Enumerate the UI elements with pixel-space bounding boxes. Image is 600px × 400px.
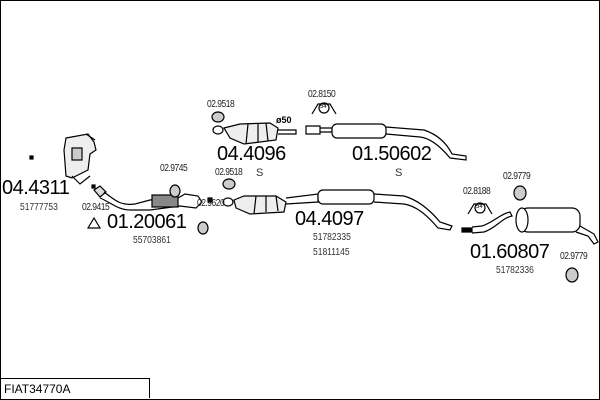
gasket-icon — [169, 184, 181, 198]
gasket-icon — [222, 178, 236, 190]
gasket-icon — [86, 216, 102, 229]
marker-dot — [29, 155, 34, 160]
gasket-icon — [565, 267, 579, 283]
middle-silencer-01-50602 — [305, 123, 467, 161]
part-note: S — [256, 167, 264, 179]
fitting-number: 02.9745 — [160, 163, 188, 174]
fitting-number: 02.9779 — [503, 171, 531, 182]
part-number: 01.50602 — [352, 143, 432, 165]
part-number: 01.60807 — [470, 241, 550, 263]
fitting-number: 02.8188 — [463, 186, 491, 197]
part-number: 04.4311 — [2, 177, 70, 199]
fitting-number: 02.8150 — [308, 89, 336, 100]
fitting-number: 02.9518 — [207, 99, 235, 110]
hanger-icon — [311, 102, 337, 115]
gasket-icon — [211, 111, 225, 123]
oem-number: 51777753 — [20, 202, 58, 213]
rear-silencer-01-60807 — [461, 207, 599, 245]
fitting-number: 02.9518 — [215, 167, 243, 178]
fitting-number: 02.9779 — [560, 251, 588, 262]
oem-number: 51782336 — [496, 265, 534, 276]
oem-number: 51782335 — [313, 232, 351, 243]
hanger-label: 54 — [320, 104, 327, 110]
gasket-icon — [513, 185, 527, 201]
part-note: S — [395, 167, 403, 179]
part-number: 04.4096 — [217, 143, 286, 165]
catalytic-converter-04-4096 — [212, 122, 297, 145]
front-pipe-01-20061 — [93, 185, 213, 211]
oem-number: 51811145 — [313, 247, 350, 258]
catalytic-converter-04-4311 — [63, 133, 97, 185]
gasket-icon — [197, 221, 209, 235]
part-number: 04.4097 — [295, 208, 364, 230]
oem-number: 55703861 — [133, 235, 171, 246]
part-number: 01.20061 — [107, 211, 187, 233]
diameter-note: ø50 — [276, 115, 292, 125]
marker-dot — [91, 184, 96, 189]
fitting-number: 02.9415 — [82, 202, 110, 213]
diagram-code: FIAT34770A — [0, 378, 150, 398]
hanger-icon — [467, 202, 493, 215]
hanger-label: 54 — [476, 204, 483, 210]
fitting-number: 02.9620 — [197, 198, 225, 209]
catalytic-converter-04-4097 — [222, 189, 453, 231]
